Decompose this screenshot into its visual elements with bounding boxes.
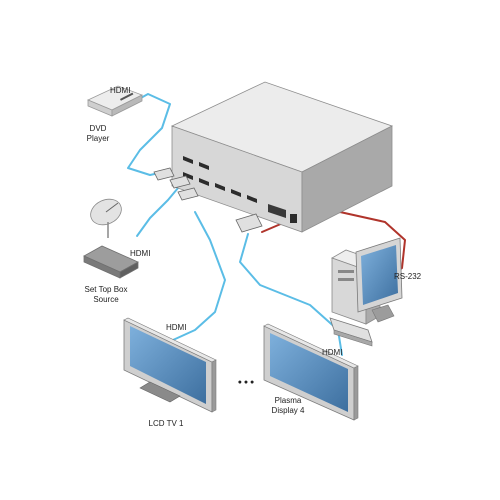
satellite-dish — [90, 198, 122, 238]
hdmi-connectors — [153, 167, 263, 233]
set-top-box-label-line1: Set Top Box — [85, 285, 128, 294]
hdmi-label-plasma: HDMI — [322, 348, 342, 357]
labels: HDMI DVD Player HDMI Set Top Box Source … — [85, 86, 422, 428]
dvd-player-label-line1: DVD — [90, 124, 107, 133]
hdmi-cable-lcd-tv — [161, 211, 226, 346]
plasma-label-line1: Plasma — [275, 396, 302, 405]
hdmi-cable-set-top-box — [136, 187, 179, 237]
hdmi-label-lcd: HDMI — [166, 323, 186, 332]
plasma-label-line2: Display 4 — [272, 406, 305, 415]
hdmi-label-set-top-box: HDMI — [130, 249, 150, 258]
lcd-tv-label: LCD TV 1 — [149, 419, 185, 428]
plasma-display — [263, 323, 359, 421]
hdmi-cable-dvd — [127, 93, 171, 176]
dvd-player — [87, 85, 143, 117]
hdmi-ports — [183, 156, 257, 203]
rs232-label: RS-232 — [394, 272, 422, 281]
set-top-box — [83, 245, 139, 279]
switcher-unit — [170, 81, 394, 233]
rs232-port — [268, 204, 286, 218]
ellipsis-dots: ● ● ● — [238, 379, 255, 386]
lcd-tv — [123, 317, 217, 413]
set-top-box-label-line2: Source — [93, 295, 119, 304]
power-socket — [290, 214, 297, 223]
hdmi-label-dvd: HDMI — [110, 86, 130, 95]
pc-workstation — [329, 237, 403, 347]
dvd-player-label-line2: Player — [87, 134, 110, 143]
